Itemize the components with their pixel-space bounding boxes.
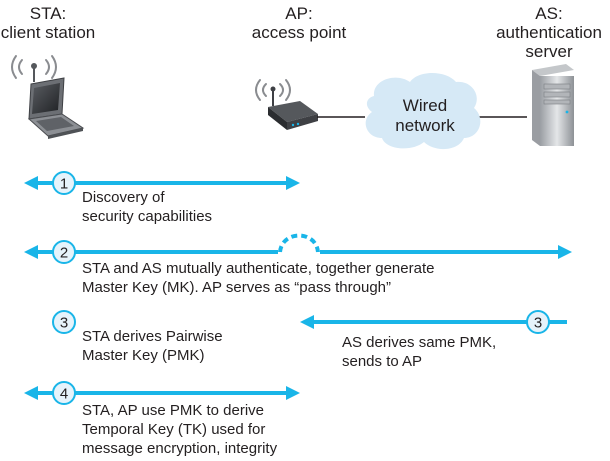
server-icon bbox=[532, 64, 574, 146]
step3-sta-text-line1: STA derives Pairwise bbox=[82, 328, 223, 345]
step4-number-badge: 4 bbox=[52, 381, 76, 405]
cloud-label-line1: Wired bbox=[403, 96, 447, 115]
step4-text-line1: STA, AP use PMK to derive bbox=[82, 402, 264, 419]
step3-as-number: 3 bbox=[534, 315, 542, 332]
step1-text-line1: Discovery of bbox=[82, 189, 165, 206]
step2-arrow bbox=[24, 233, 572, 259]
step2-text-line1: STA and AS mutually authenticate, togeth… bbox=[82, 260, 434, 277]
sta-header-line1: STA: bbox=[30, 4, 67, 23]
step1-text-line2: security capabilities bbox=[82, 208, 212, 225]
as-header-line2: authentication bbox=[496, 23, 602, 42]
step4-text-line2: Temporal Key (TK) used for bbox=[82, 421, 265, 438]
step3-as-text-line1: AS derives same PMK, bbox=[342, 334, 496, 351]
cloud-label-line2: network bbox=[395, 116, 455, 135]
laptop-icon bbox=[11, 55, 85, 139]
step2-text-line2: Master Key (MK). AP serves as “pass thro… bbox=[82, 279, 391, 296]
step3-as-number-badge: 3 bbox=[526, 310, 550, 334]
access-point-icon bbox=[255, 79, 318, 130]
step3-as-text-line2: sends to AP bbox=[342, 353, 422, 370]
step1-arrow bbox=[24, 176, 300, 190]
ap-header-line1: AP: bbox=[285, 4, 312, 23]
as-header-line3: server bbox=[525, 42, 573, 61]
step1-number-badge: 1 bbox=[52, 171, 76, 195]
sta-header-line2: client station bbox=[1, 23, 96, 42]
step2-number: 2 bbox=[60, 245, 68, 262]
step3-sta-text-line2: Master Key (PMK) bbox=[82, 347, 205, 364]
step2-number-badge: 2 bbox=[52, 240, 76, 264]
ap-header-line2: access point bbox=[252, 23, 347, 42]
wired-network-cloud bbox=[365, 73, 481, 150]
step3-as-arrow bbox=[300, 315, 567, 329]
step3-sta-number: 3 bbox=[60, 315, 68, 332]
step4-arrow bbox=[24, 386, 300, 400]
step4-text-line3: message encryption, integrity bbox=[82, 440, 278, 457]
as-header-line1: AS: bbox=[535, 4, 562, 23]
step1-number: 1 bbox=[60, 176, 68, 193]
step4-number: 4 bbox=[60, 386, 68, 403]
step3-sta-number-badge: 3 bbox=[52, 310, 76, 334]
